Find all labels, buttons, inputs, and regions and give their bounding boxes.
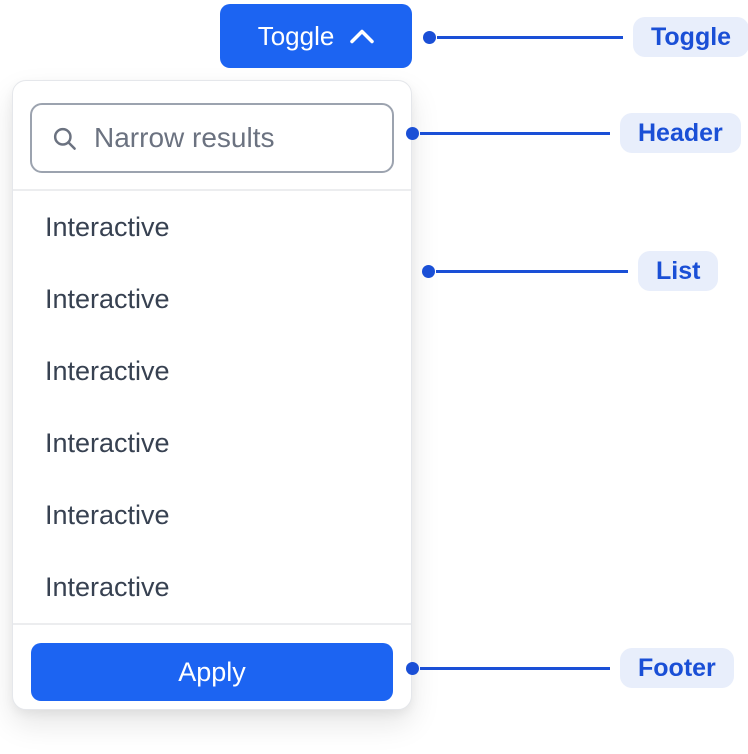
- chevron-up-icon: [350, 29, 375, 44]
- search-box[interactable]: [30, 103, 394, 173]
- annotation-dot: [406, 126, 419, 140]
- toggle-button[interactable]: Toggle: [220, 4, 412, 68]
- list-item[interactable]: Interactive: [45, 355, 170, 386]
- list-item[interactable]: Interactive: [45, 211, 170, 242]
- annotation-line: [420, 131, 610, 135]
- annotation-list: List: [422, 251, 719, 291]
- annotation-line: [420, 666, 610, 670]
- annotation-line: [437, 35, 623, 39]
- list-item[interactable]: Interactive: [45, 283, 170, 314]
- search-input[interactable]: [94, 122, 376, 154]
- apply-button[interactable]: Apply: [31, 643, 393, 701]
- dropdown-list: Interactive Interactive Interactive Inte…: [13, 191, 411, 623]
- dropdown-footer: Apply: [13, 623, 411, 701]
- annotation-footer: Footer: [406, 648, 734, 688]
- dropdown-panel: Interactive Interactive Interactive Inte…: [12, 80, 412, 710]
- annotation-label-toggle: Toggle: [633, 17, 748, 57]
- dropdown-header: [13, 81, 411, 191]
- annotation-dot: [422, 264, 435, 278]
- annotation-label-list: List: [638, 251, 719, 291]
- list-item[interactable]: Interactive: [45, 427, 170, 458]
- list-item[interactable]: Interactive: [45, 499, 170, 530]
- annotation-line: [436, 269, 628, 273]
- list-item[interactable]: Interactive: [45, 571, 170, 602]
- annotation-label-footer: Footer: [620, 648, 734, 688]
- search-icon: [51, 125, 78, 152]
- annotation-dot: [423, 30, 436, 44]
- annotation-label-header: Header: [620, 113, 741, 153]
- toggle-button-label: Toggle: [257, 20, 335, 51]
- apply-button-label: Apply: [178, 656, 246, 687]
- annotation-toggle: Toggle: [423, 17, 748, 57]
- annotation-header: Header: [406, 113, 741, 153]
- annotation-dot: [406, 661, 419, 675]
